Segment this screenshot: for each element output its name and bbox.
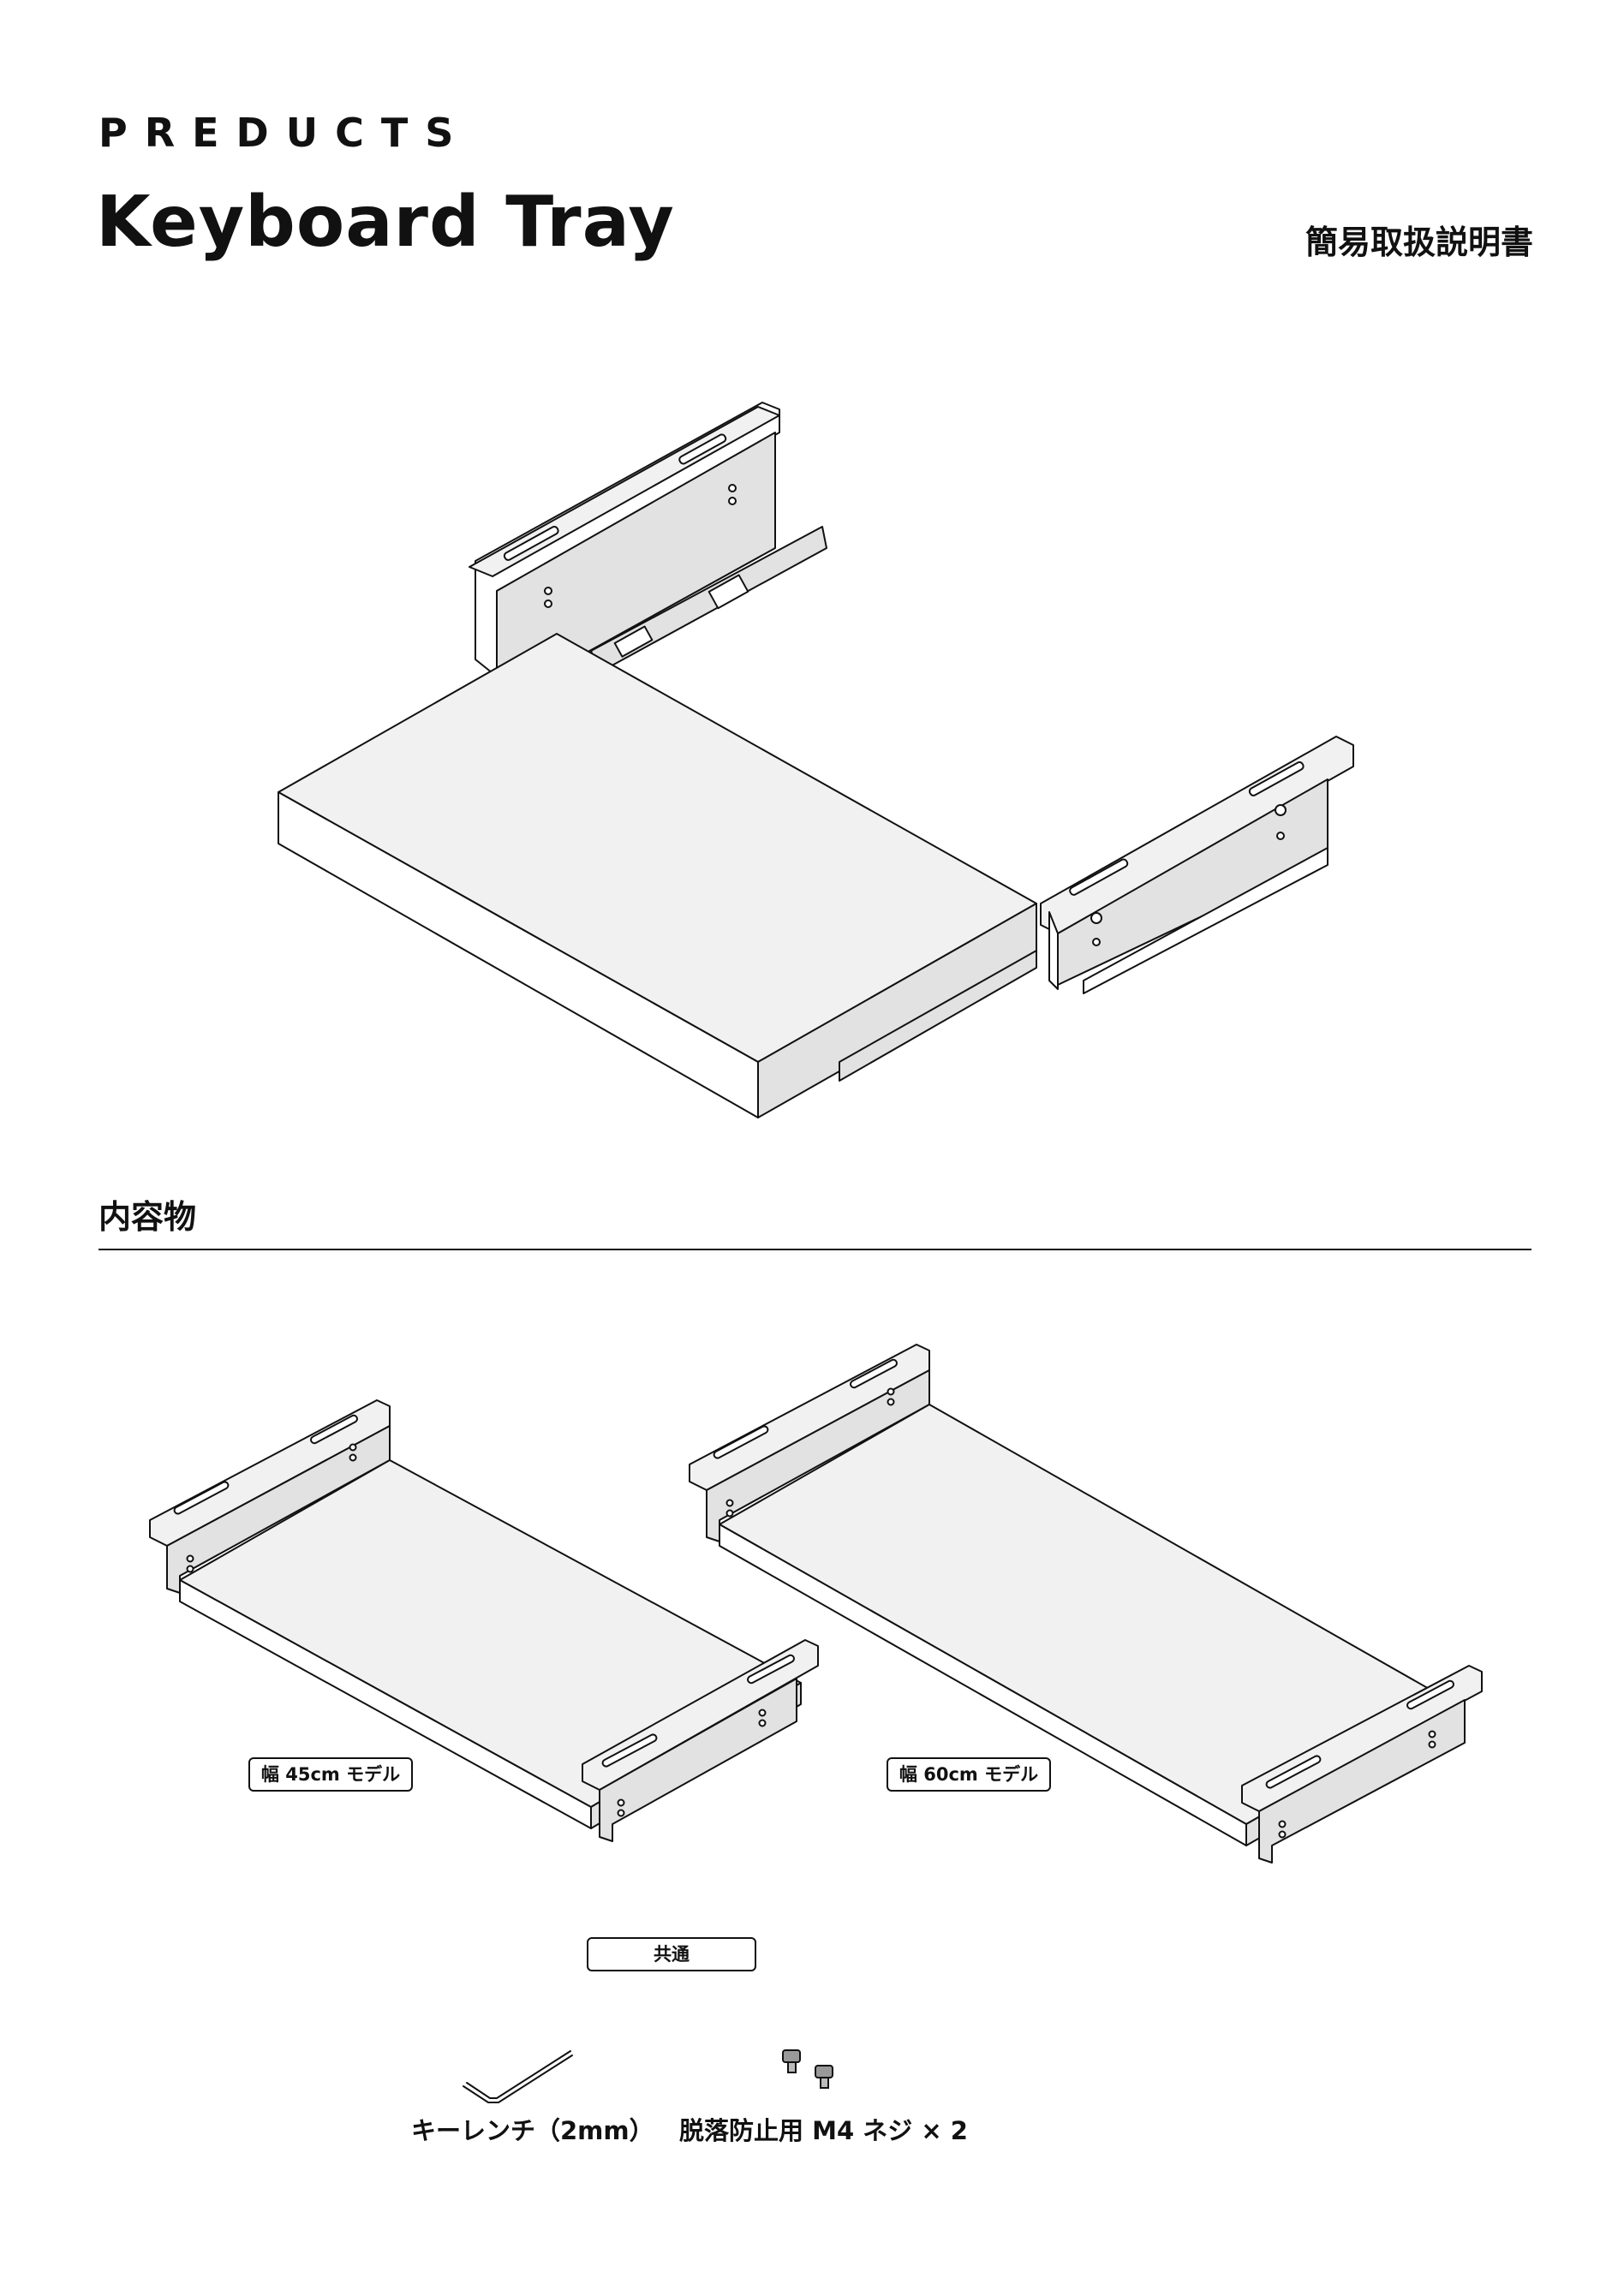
model-60cm-label: 幅 60cm モデル <box>887 1757 1051 1792</box>
screw-icon <box>782 2049 833 2089</box>
tray-60cm-drawing <box>689 1344 1483 1864</box>
tray-45cm-drawing <box>149 1399 819 1842</box>
front-mounting-bracket <box>1040 736 1354 994</box>
tray-models-illustration <box>149 1344 1483 1864</box>
contents-heading: 内容物 <box>99 1198 197 1236</box>
model-45cm-label: 幅 45cm モデル <box>248 1757 413 1792</box>
keyboard-tray-illustration <box>278 402 1354 1118</box>
page-title: Keyboard Tray <box>96 182 675 263</box>
document-type: 簡易取扱説明書 <box>1305 224 1533 261</box>
section-divider <box>99 1249 1531 1250</box>
back-mounting-bracket <box>469 402 827 703</box>
common-parts-label: 共通 <box>587 1937 756 1971</box>
brand-name: PREDUCTS <box>99 110 471 156</box>
hex-key-icon <box>463 2050 573 2103</box>
accessories-illustration <box>463 2049 833 2103</box>
screw-caption: 脱落防止用 M4 ネジ × 2 <box>679 2116 968 2145</box>
tray-board <box>278 633 1037 1118</box>
hex-key-caption: キーレンチ（2mm） <box>411 2116 654 2145</box>
